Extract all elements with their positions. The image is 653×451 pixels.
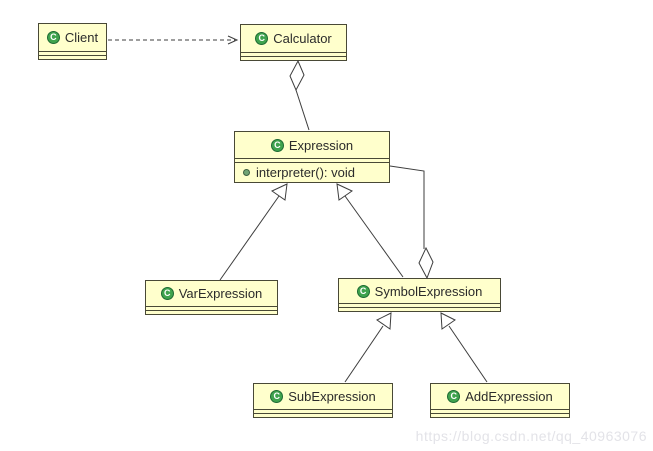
operations-compartment: [146, 310, 277, 314]
operations-compartment: [431, 413, 569, 417]
attributes-compartment: [241, 52, 346, 56]
class-icon: C: [447, 390, 461, 403]
class-icon: C: [356, 284, 370, 298]
operations-compartment: [339, 307, 500, 311]
class-title: C Calculator: [241, 25, 346, 52]
operations-compartment: [39, 55, 106, 59]
operations-compartment: [254, 413, 392, 417]
class-name: Client: [64, 30, 99, 45]
class-title: C AddExpression: [431, 384, 569, 409]
aggregation-symbolexpression-expression: [389, 165, 434, 280]
class-node-subexpression: C SubExpression: [253, 383, 393, 418]
aggregation-diamond-icon: [289, 59, 305, 92]
dependency-client-calculator: [108, 35, 239, 45]
class-title: C SymbolExpression: [339, 279, 500, 303]
generalization-triangle-icon: [270, 183, 288, 201]
class-title: C SubExpression: [254, 384, 392, 409]
class-title: C Client: [39, 24, 106, 51]
generalization-subexpression-symbolexpression: [344, 312, 392, 383]
attributes-compartment: [39, 51, 106, 55]
generalization-symbolexpression-expression: [336, 183, 404, 278]
class-name: VarExpression: [178, 286, 263, 301]
generalization-triangle-icon: [376, 312, 392, 330]
class-node-varexpression: C VarExpression: [145, 280, 278, 315]
class-title: C Expression: [235, 132, 389, 158]
class-title: C VarExpression: [146, 281, 277, 306]
attributes-compartment: [431, 409, 569, 413]
class-icon: C: [270, 390, 284, 403]
operations-compartment: [241, 56, 346, 60]
class-node-calculator: C Calculator: [240, 24, 347, 61]
class-name: AddExpression: [465, 389, 553, 404]
public-method-icon: [243, 169, 250, 176]
attributes-compartment: [254, 409, 392, 413]
class-node-client: C Client: [38, 23, 107, 60]
method-signature: interpreter(): void: [256, 165, 355, 180]
class-icon: C: [160, 287, 174, 300]
method-row: interpreter(): void: [235, 162, 389, 182]
aggregation-diamond-icon: [418, 246, 434, 280]
aggregation-calculator-expression: [289, 59, 310, 131]
generalization-triangle-icon: [440, 312, 456, 330]
generalization-addexpression-symbolexpression: [440, 312, 488, 383]
generalization-triangle-icon: [336, 183, 354, 201]
class-node-expression: C Expression interpreter(): void: [234, 131, 390, 183]
class-name: Calculator: [273, 31, 332, 46]
class-name: SubExpression: [288, 389, 376, 404]
class-node-symbolexpression: C SymbolExpression: [338, 278, 501, 312]
class-icon: C: [255, 32, 269, 45]
class-name: SymbolExpression: [374, 283, 483, 299]
class-icon: C: [270, 138, 284, 152]
watermark: https://blog.csdn.net/qq_40963076: [415, 428, 647, 444]
attributes-compartment: [235, 158, 389, 162]
attributes-compartment: [146, 306, 277, 310]
class-icon: C: [46, 31, 60, 44]
attributes-compartment: [339, 303, 500, 307]
class-name: Expression: [288, 137, 354, 153]
open-arrowhead-icon: [227, 35, 239, 45]
generalization-varexpression-expression: [219, 183, 288, 281]
class-node-addexpression: C AddExpression: [430, 383, 570, 418]
